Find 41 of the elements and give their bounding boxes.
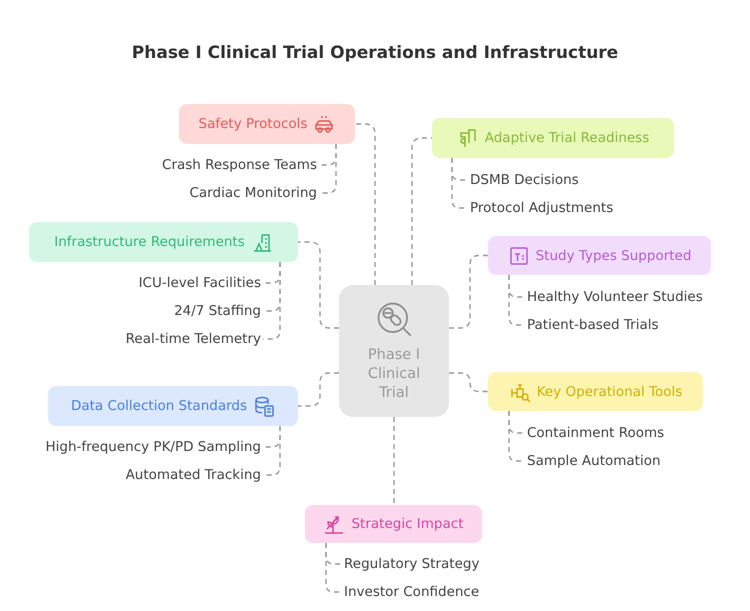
item-label: Regulatory Strategy: [342, 555, 482, 573]
item-label: 24/7 Staffing: [172, 302, 263, 320]
connector-line: [449, 254, 488, 329]
connector-line: [325, 543, 342, 593]
item-label: Cardiac Monitoring: [187, 184, 319, 202]
category-box: [29, 222, 298, 262]
connector-line: [355, 123, 376, 285]
connector-line: [263, 262, 281, 340]
category-box: [179, 104, 355, 144]
category-box: [48, 386, 298, 426]
item-label: High-frequency PK/PD Sampling: [44, 438, 263, 456]
item-label: Sample Automation: [525, 452, 663, 470]
category-label: Study Types Supported: [536, 248, 692, 264]
connector-line: [411, 137, 432, 285]
category-box: [488, 372, 703, 411]
topic-label: Phase I Clinical Trial: [366, 346, 422, 402]
category-label: Adaptive Trial Readiness: [484, 130, 650, 146]
item-label: Healthy Volunteer Studies: [525, 288, 705, 306]
item-label: ICU-level Facilities: [136, 274, 263, 292]
connector-line: [449, 372, 488, 392]
connector-line: [298, 372, 339, 407]
item-label: Investor Confidence: [342, 583, 482, 601]
item-label: DSMB Decisions: [468, 171, 581, 189]
item-label: Patient-based Trials: [525, 316, 661, 334]
connector-line: [298, 241, 339, 329]
item-label: Real-time Telemetry: [124, 330, 263, 348]
item-label: Containment Rooms: [525, 424, 666, 442]
central-topic-box: [339, 285, 449, 417]
item-label: Protocol Adjustments: [468, 199, 616, 217]
diagram-title: Phase I Clinical Trial Operations and Infrastructure: [130, 43, 620, 63]
category-box: [305, 505, 482, 543]
item-label: Automated Tracking: [124, 466, 263, 484]
category-label: Infrastructure Requirements: [54, 234, 245, 250]
connector-line: [393, 417, 395, 505]
category-box: [488, 236, 711, 275]
category-label: Data Collection Standards: [70, 398, 248, 414]
item-label: Crash Response Teams: [160, 156, 319, 174]
category-label: Safety Protocols: [198, 116, 308, 132]
category-label: Key Operational Tools: [536, 384, 682, 400]
category-box: [432, 118, 674, 158]
category-label: Strategic Impact: [351, 516, 464, 532]
